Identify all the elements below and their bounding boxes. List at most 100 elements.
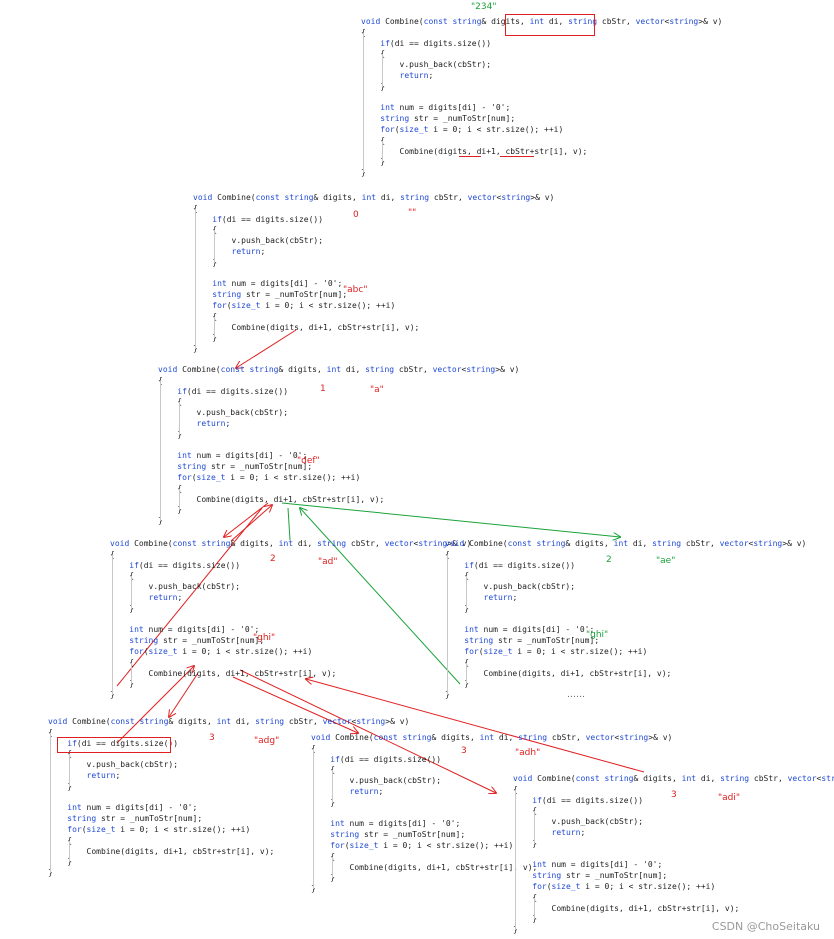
code-line: { — [311, 743, 316, 753]
code-line: string str = _numToStr[num]; — [212, 290, 348, 300]
code-line: { — [513, 806, 538, 816]
code-line: for(size_t i = 0; i < str.size(); ++i) — [532, 881, 716, 891]
code-line: string str = _numToStr[num]; — [330, 830, 466, 840]
scope-guide — [313, 749, 314, 890]
scope-guide — [447, 555, 448, 696]
code-line: for(size_t i = 0; i < str.size(); ++i) — [177, 472, 361, 482]
code-line: int num = digits[di] - '0'; — [129, 625, 260, 635]
code-line: Combine(digits, di+1, cbStr+str[i], v); — [513, 903, 740, 913]
code-line — [445, 615, 806, 626]
code-line: } — [445, 690, 450, 700]
annotation-d2a-di: 2 — [270, 554, 276, 564]
scope-guide — [195, 209, 196, 350]
scope-guide — [131, 662, 132, 685]
code-line: return; — [399, 70, 434, 80]
annotation-input: "234" — [471, 2, 497, 12]
arrow-return-d2b — [300, 508, 461, 685]
scope-guide — [131, 576, 132, 609]
code-line: for(size_t i = 0; i < str.size(); ++i) — [212, 300, 396, 310]
scope-guide — [112, 555, 113, 696]
code-line: if(di == digits.size()) — [177, 386, 289, 396]
code-line: string str = _numToStr[num]; — [177, 462, 313, 472]
code-block-depth0: void Combine(const string& digits, int d… — [193, 193, 554, 355]
code-line: { — [445, 571, 470, 581]
arrow-return-d3c — [306, 679, 645, 773]
code-line: Combine(digits, di+1, cbStr+str[i], v); — [445, 668, 672, 678]
annotation-d2b-str: "ghi" — [586, 630, 609, 640]
code-line: v.push_back(cbStr); — [158, 408, 289, 418]
code-line: } — [110, 603, 135, 613]
scope-guide — [515, 790, 516, 931]
code-line: string str = _numToStr[num]; — [464, 636, 600, 646]
code-line: int num = digits[di] - '0'; — [532, 860, 663, 870]
code-line: void Combine(const string& digits, int d… — [361, 17, 723, 26]
code-line: void Combine(const string& digits, int d… — [110, 539, 472, 548]
code-line: void Combine(const string& digits, int d… — [193, 193, 555, 202]
code-line: { — [445, 657, 470, 667]
code-line: return; — [483, 592, 518, 602]
annotation-d2a-str: "ghi" — [253, 633, 276, 643]
scope-guide — [214, 316, 215, 339]
code-line: return; — [86, 770, 121, 780]
scope-guide — [69, 754, 70, 787]
code-line: } — [158, 516, 163, 526]
code-line: return; — [349, 786, 384, 796]
highlight-params-box — [505, 14, 595, 36]
code-line: } — [445, 603, 470, 613]
code-line: if(di == digits.size()) — [212, 214, 324, 224]
code-line: void Combine(const string& digits, int d… — [158, 365, 520, 374]
code-line: Combine(digits, di+1, cbStr+str[i], v); — [311, 862, 538, 872]
code-line: if(di == digits.size()) — [129, 560, 241, 570]
code-line: { — [110, 549, 115, 559]
code-line: { — [361, 27, 366, 37]
code-line: { — [110, 571, 135, 581]
annotation-d2a-cbstr: "ad" — [318, 557, 338, 567]
code-line: { — [311, 851, 336, 861]
code-line: if(di == digits.size()) — [464, 560, 576, 570]
code-line: { — [193, 311, 218, 321]
code-line: { — [361, 49, 386, 59]
annotation-d0-str: "abc" — [343, 285, 368, 295]
scope-guide — [179, 488, 180, 511]
arrow-call-d0-to-d1 — [236, 329, 297, 368]
code-line: if(di == digits.size()) — [67, 738, 179, 748]
code-line: { — [513, 784, 518, 794]
code-line: } — [361, 81, 386, 91]
code-line: Combine(digits, di+1, cbStr+str[i], v); — [361, 146, 588, 156]
annotation-d3b-di: 3 — [461, 746, 467, 756]
underline-cbstr-plus — [500, 156, 534, 157]
watermark-text: CSDN @ChoSeitaku — [711, 920, 820, 933]
annotation-d3c-di: 3 — [671, 790, 677, 800]
code-line — [110, 615, 471, 626]
underline-di-plus-1 — [459, 156, 481, 157]
code-line: return; — [148, 592, 183, 602]
code-line: return; — [231, 246, 266, 256]
arrow-call-d1-to-d2a — [224, 502, 269, 537]
code-line: for(size_t i = 0; i < str.size(); ++i) — [330, 840, 514, 850]
code-line: } — [361, 157, 386, 167]
code-line: v.push_back(cbStr); — [48, 760, 179, 770]
code-line: Combine(digits, di+1, cbStr+str[i], v); — [48, 846, 275, 856]
arrow-call-d2a-to-d3b — [232, 676, 358, 733]
code-line: void Combine(const string& digits, int d… — [445, 539, 807, 548]
scope-guide — [382, 140, 383, 163]
code-block-depth3-adi: void Combine(const string& digits, int d… — [513, 774, 834, 936]
code-line: v.push_back(cbStr); — [311, 776, 442, 786]
code-line: } — [158, 505, 183, 515]
code-block-depth2-ae: void Combine(const string& digits, int d… — [445, 539, 806, 701]
code-line: { — [158, 375, 163, 385]
code-line: } — [110, 679, 135, 689]
scope-guide — [534, 811, 535, 844]
code-line: for(size_t i = 0; i < str.size(); ++i) — [464, 646, 648, 656]
code-line: } — [193, 344, 198, 354]
scope-guide — [69, 840, 70, 863]
code-line: for(size_t i = 0; i < str.size(); ++i) — [67, 824, 251, 834]
annotation-d0-di: 0 — [353, 210, 359, 220]
code-line: } — [193, 257, 218, 267]
code-line: v.push_back(cbStr); — [445, 582, 576, 592]
code-line: v.push_back(cbStr); — [513, 817, 644, 827]
code-block-depth3-adh: void Combine(const string& digits, int d… — [311, 733, 672, 895]
code-line: { — [513, 892, 538, 902]
scope-guide — [179, 402, 180, 435]
code-line: for(size_t i = 0; i < str.size(); ++i) — [380, 124, 564, 134]
